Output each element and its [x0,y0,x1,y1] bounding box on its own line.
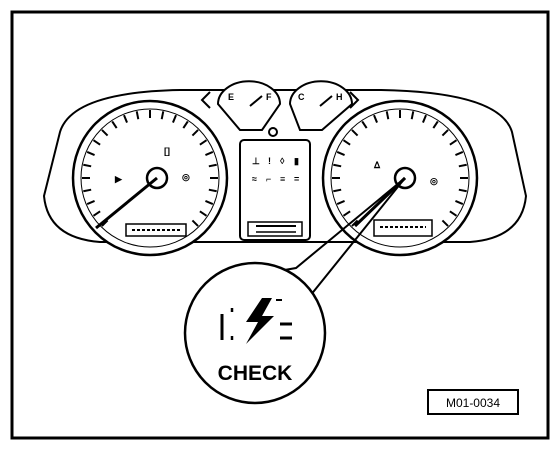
gauge-tick [333,188,342,193]
center-display: ⊥ ! ◊ ▮ ≈ ⌐ ≡ = [239,127,311,241]
lightning-bolt-check-icon [220,298,292,344]
fuel-gauge-icon: E F [216,80,282,131]
gauge-tick [123,114,128,123]
svg-text:ᐃ: ᐃ [373,160,381,170]
gauge-tick [455,200,464,205]
gauge-tick [449,210,458,217]
tachometer-gauge-icon: ᐃ ◎ [321,99,479,257]
gauge-tick [160,111,165,120]
gauge-tick [422,114,427,123]
gauge-tick [172,114,177,123]
gauge-tick [336,151,345,156]
gauge-tick [101,219,109,227]
gauge-tick [342,210,351,217]
svg-text:◎: ◎ [430,176,438,186]
svg-text:C: C [298,92,305,102]
svg-text:≈: ≈ [252,174,257,184]
gauge-tick [361,120,368,129]
callout-label: CHECK [218,362,293,385]
gauge-tick [101,129,109,137]
svg-text:H: H [336,92,343,102]
gauge-tick [208,163,217,168]
gauge-tick [83,163,92,168]
svg-text:≡: ≡ [280,174,285,184]
svg-text:F: F [266,92,272,102]
svg-text:[]: [] [164,146,170,156]
gauge-tick [458,163,467,168]
gauge-tick [191,129,199,137]
svg-text:E: E [228,92,234,102]
gauge-tick [410,111,415,120]
gauge-tick [441,129,449,137]
gauge-tick [86,151,95,156]
gauge-tick [441,219,449,227]
gauge-tick [83,188,92,193]
gauge-tick [199,210,208,217]
gauge-tick [199,139,208,146]
svg-text:=: = [294,174,299,184]
svg-text:⌐: ⌐ [266,174,271,184]
svg-text:!: ! [268,156,271,166]
reference-code-box [427,389,519,415]
turn-left-indicator-icon [200,91,211,109]
gauge-tick [92,210,101,217]
gauge-tick [458,188,467,193]
gauge-tick [86,200,95,205]
gauge-tick [135,111,140,120]
gauge-tick [333,163,342,168]
reference-code: M01-0034 [446,396,500,410]
turn-right-indicator-icon [349,91,360,109]
svg-text:◎: ◎ [182,172,190,182]
gauge-tick [373,114,378,123]
gauge-tick [182,120,189,129]
gauge-tick [92,139,101,146]
gauge-tick [336,200,345,205]
gauge-tick [342,139,351,146]
gauge-tick [455,151,464,156]
gauge-tick [432,120,439,129]
gauge-tick [111,120,118,129]
gauge-tick [385,111,390,120]
svg-text:▶: ▶ [114,174,123,184]
speedometer-gauge-icon: ▶ [] ◎ [71,99,229,257]
svg-text:⊥: ⊥ [252,156,260,166]
svg-text:◊: ◊ [280,156,285,166]
gauge-tick [449,139,458,146]
gauge-tick [208,188,217,193]
gauge-tick [191,219,199,227]
svg-text:▮: ▮ [294,156,299,166]
gauge-tick [205,200,214,205]
gauge-tick [351,219,359,227]
gauge-tick [351,129,359,137]
temperature-gauge-icon: C H [288,80,354,131]
gauge-tick [205,151,214,156]
